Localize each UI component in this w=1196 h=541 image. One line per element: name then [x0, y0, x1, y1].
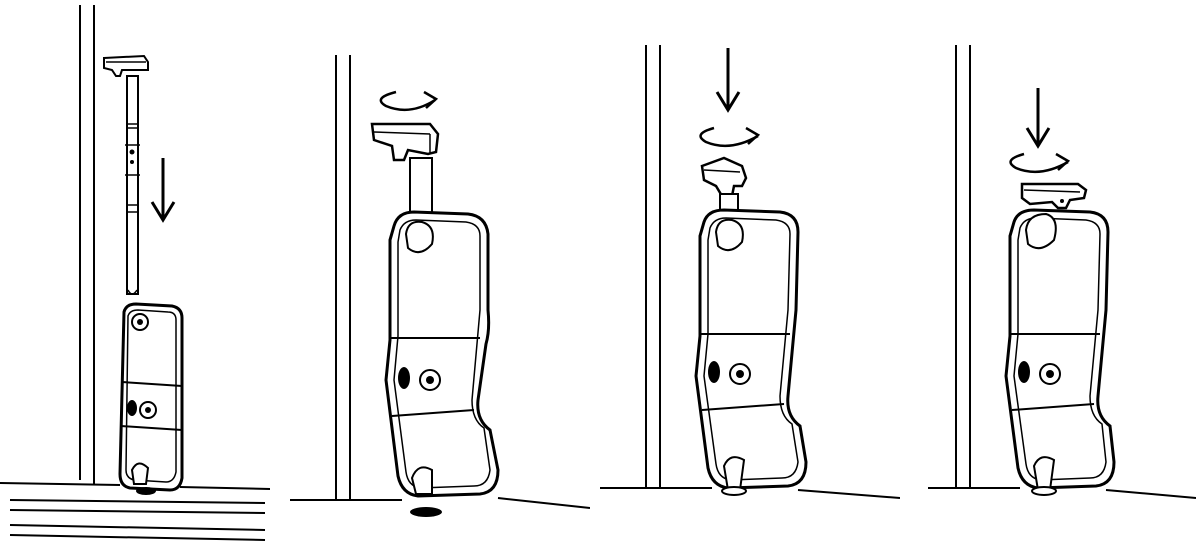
rotate-arrow-icon [381, 92, 436, 110]
rod-tip-in-floor [1032, 457, 1056, 495]
arrow-down-icon [717, 48, 739, 110]
step-1-illustration [0, 0, 270, 541]
rod-handle [702, 158, 746, 196]
lock-body [696, 210, 806, 488]
threshold-line [10, 535, 265, 540]
brand-logo-icon [398, 367, 410, 389]
threshold-line [10, 510, 265, 513]
rod-handle [104, 56, 148, 76]
step-4-panel [900, 0, 1196, 541]
rod-hole [1026, 214, 1056, 248]
rod-handle [372, 124, 438, 160]
floor-line [498, 498, 590, 508]
threshold-line [10, 525, 265, 530]
floor-line [180, 487, 270, 489]
threshold-line [10, 500, 265, 503]
floor-hole [410, 507, 442, 517]
lock-body [120, 304, 182, 490]
brand-logo-icon [708, 361, 720, 383]
rotate-arrow-icon [701, 128, 758, 146]
brand-logo-icon [1018, 361, 1030, 383]
lock-body [386, 212, 498, 496]
rotate-arrow-icon [1011, 154, 1068, 172]
floor-line [1106, 490, 1196, 498]
step-1-panel [0, 0, 270, 541]
step-2-illustration [290, 0, 590, 541]
arrow-down-icon [1027, 88, 1049, 146]
arrow-down-icon [152, 158, 174, 220]
locking-rod [125, 76, 140, 294]
step-3-panel [600, 0, 900, 541]
floor-hole [136, 487, 156, 495]
step-2-panel [290, 0, 590, 541]
rod-handle [1022, 184, 1086, 208]
rod-tip-in-floor [722, 457, 746, 495]
floor-line [0, 483, 120, 485]
brand-logo-icon [127, 400, 137, 416]
lock-body [1006, 210, 1114, 488]
step-3-illustration [600, 0, 900, 541]
step-4-illustration [900, 0, 1196, 541]
floor-line [798, 490, 900, 498]
rod-hole [716, 220, 743, 250]
rod-hole [406, 222, 433, 252]
